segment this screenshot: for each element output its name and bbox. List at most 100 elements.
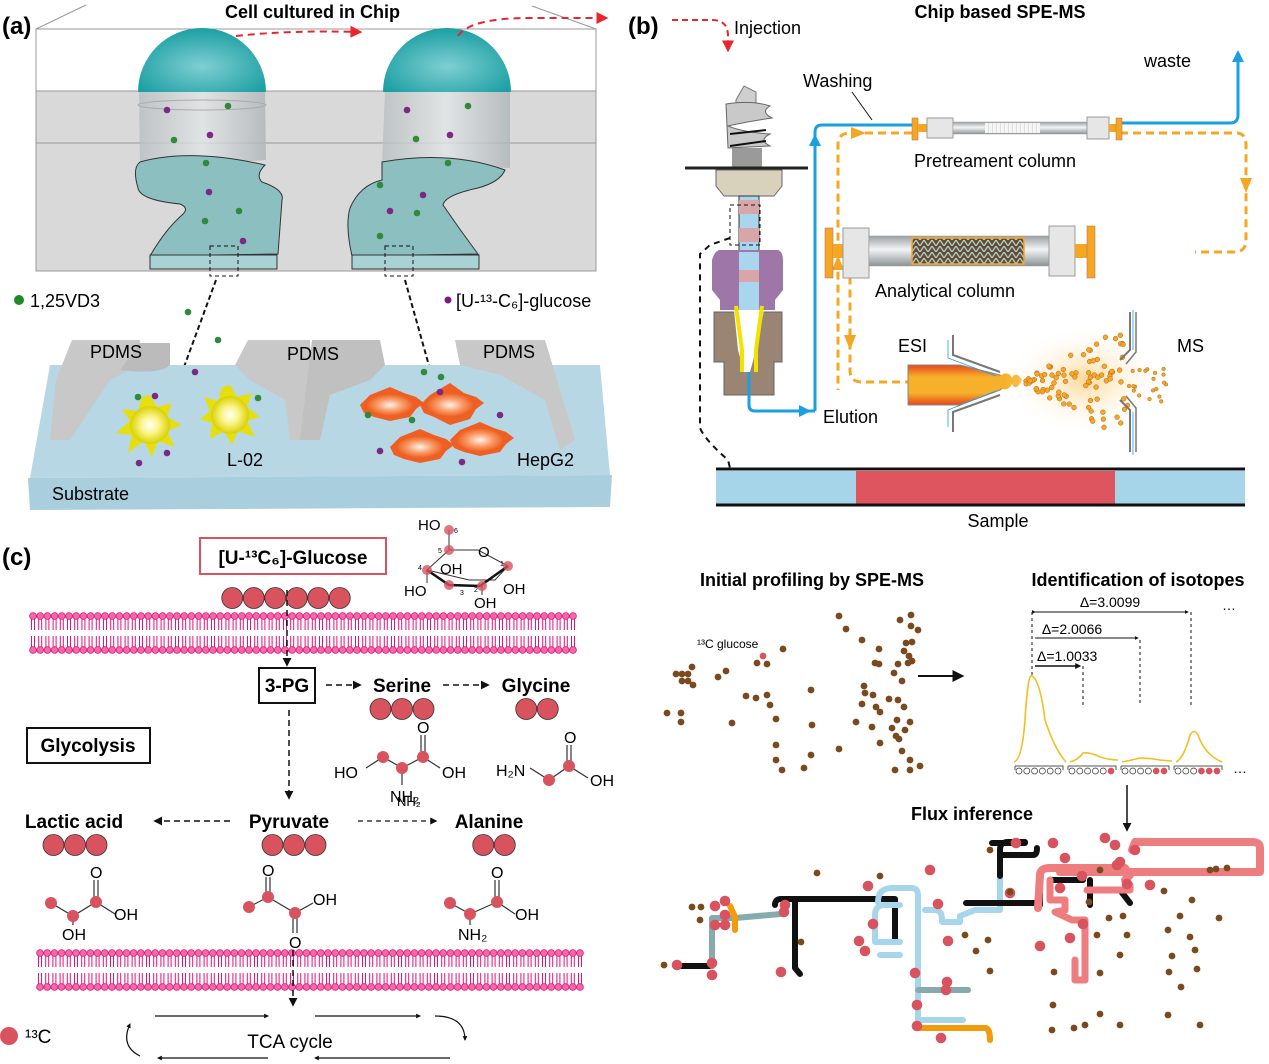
flux-node-labeled xyxy=(1077,918,1089,930)
spray-droplet xyxy=(1071,404,1077,411)
lipid-head xyxy=(453,646,462,654)
spray-droplet xyxy=(1137,393,1142,398)
lipid-tail xyxy=(247,619,251,647)
flux-node-unlabeled xyxy=(1119,912,1127,920)
spray-droplet xyxy=(1130,368,1135,374)
legend-glucose: [U-¹³-C₆]-glucose xyxy=(456,291,591,311)
lipid-head xyxy=(497,612,505,620)
lipid-head xyxy=(259,983,268,991)
vd3-molecule xyxy=(408,416,416,424)
glucose-molecule xyxy=(151,392,159,400)
vd3-molecule xyxy=(420,368,428,376)
lipid-head xyxy=(216,612,225,620)
unlabeled-carbon xyxy=(1182,767,1190,775)
flux-node-unlabeled xyxy=(1191,946,1199,954)
spray-droplet xyxy=(1039,389,1046,395)
flux-node-unlabeled xyxy=(1050,968,1058,976)
lipid-tail xyxy=(239,619,244,647)
spray-droplet xyxy=(1090,418,1096,424)
lipid-head xyxy=(417,983,426,991)
lipid-head xyxy=(158,646,167,654)
lipid-tail xyxy=(326,619,331,647)
lipid-tail xyxy=(340,619,345,647)
panel-c-label: (c) xyxy=(2,544,31,571)
metabolite-dot xyxy=(808,721,816,729)
metabolite-dot xyxy=(875,645,883,653)
lipid-head xyxy=(108,646,116,654)
peak-m0 xyxy=(1013,675,1067,763)
lipid-head xyxy=(453,949,462,957)
hepg2-cells xyxy=(360,383,514,463)
lipid-head xyxy=(345,983,354,991)
glucose-structure: HO O OH HO OH OH 1 2 3 4 5 6 xyxy=(404,517,526,612)
glycine-label: Glycine xyxy=(502,676,571,697)
carbon-13-atom xyxy=(307,587,330,609)
chem-nh2: NH₂ xyxy=(397,794,421,809)
carbon-13-atom xyxy=(64,834,86,856)
lipid-head xyxy=(453,983,462,991)
metabolite-dot xyxy=(906,718,914,726)
lipid-tail xyxy=(124,956,129,984)
delta-2-label: Δ=2.0066 xyxy=(1042,621,1103,637)
lipid-head xyxy=(216,983,224,991)
spray-droplet xyxy=(1087,397,1094,404)
metabolite-dot xyxy=(906,766,914,774)
metabolite-dot xyxy=(678,677,686,685)
lipid-head xyxy=(252,949,260,957)
lipid-head xyxy=(302,949,311,957)
flux-node-unlabeled xyxy=(1223,864,1231,872)
flux-node-unlabeled xyxy=(1096,1010,1104,1018)
chem-oh: OH xyxy=(590,773,614,790)
lipid-tail xyxy=(333,956,338,984)
spray-droplet xyxy=(1093,384,1099,390)
zoom-box xyxy=(209,245,239,277)
lipid-head xyxy=(230,646,239,654)
lipid-head xyxy=(259,612,268,620)
lipid-tail xyxy=(59,956,64,984)
lipid-head xyxy=(194,983,203,991)
washing-pointer xyxy=(851,91,873,121)
lipid-head xyxy=(57,983,66,991)
metabolite-dot xyxy=(778,766,786,774)
carbon-13-atom xyxy=(328,587,351,609)
glucose-13c-dot xyxy=(759,652,767,660)
unlabeled-carbon xyxy=(1084,767,1091,775)
flux-node-unlabeled xyxy=(1160,887,1168,895)
lipid-head xyxy=(482,646,491,654)
metabolite-dot xyxy=(807,686,815,694)
chem-o: O xyxy=(90,865,102,882)
l02-cells xyxy=(116,385,260,457)
lipid-tail xyxy=(340,956,345,984)
lipid-head xyxy=(317,646,325,654)
lipid-head xyxy=(201,949,210,957)
lipid-head xyxy=(115,983,123,991)
lipid-tail xyxy=(391,619,395,647)
lactic-acid-label: Lactic acid xyxy=(25,812,123,833)
lipid-head xyxy=(367,983,376,991)
lipid-tail xyxy=(484,956,489,984)
carbon-13-atom xyxy=(536,698,559,720)
spray-droplet xyxy=(1051,380,1057,386)
lipid-head xyxy=(324,949,332,957)
lipid-head xyxy=(302,612,311,620)
isotopologue-bracket xyxy=(1120,765,1170,770)
chem-ring-o: O xyxy=(478,544,490,561)
lipid-tail xyxy=(218,956,222,984)
lipid-tail xyxy=(160,956,165,984)
lipid-head xyxy=(237,983,246,991)
lipid-tail xyxy=(398,619,403,647)
glucose-molecule xyxy=(458,458,466,466)
lipid-head xyxy=(288,983,296,991)
cell-label-l02: L-02 xyxy=(227,450,263,470)
lipid-tail xyxy=(167,956,172,984)
lipid-head xyxy=(389,612,397,620)
flux-node-unlabeled xyxy=(1123,931,1131,939)
lipid-head xyxy=(266,612,275,620)
spray-droplet xyxy=(1114,414,1120,420)
lipid-head xyxy=(561,983,570,991)
esi-label: ESI xyxy=(898,336,927,356)
chem-ho: HO xyxy=(334,765,358,782)
chem-ho: HO xyxy=(418,517,441,534)
lipid-head xyxy=(50,949,59,957)
glucose-molecule xyxy=(386,207,394,215)
